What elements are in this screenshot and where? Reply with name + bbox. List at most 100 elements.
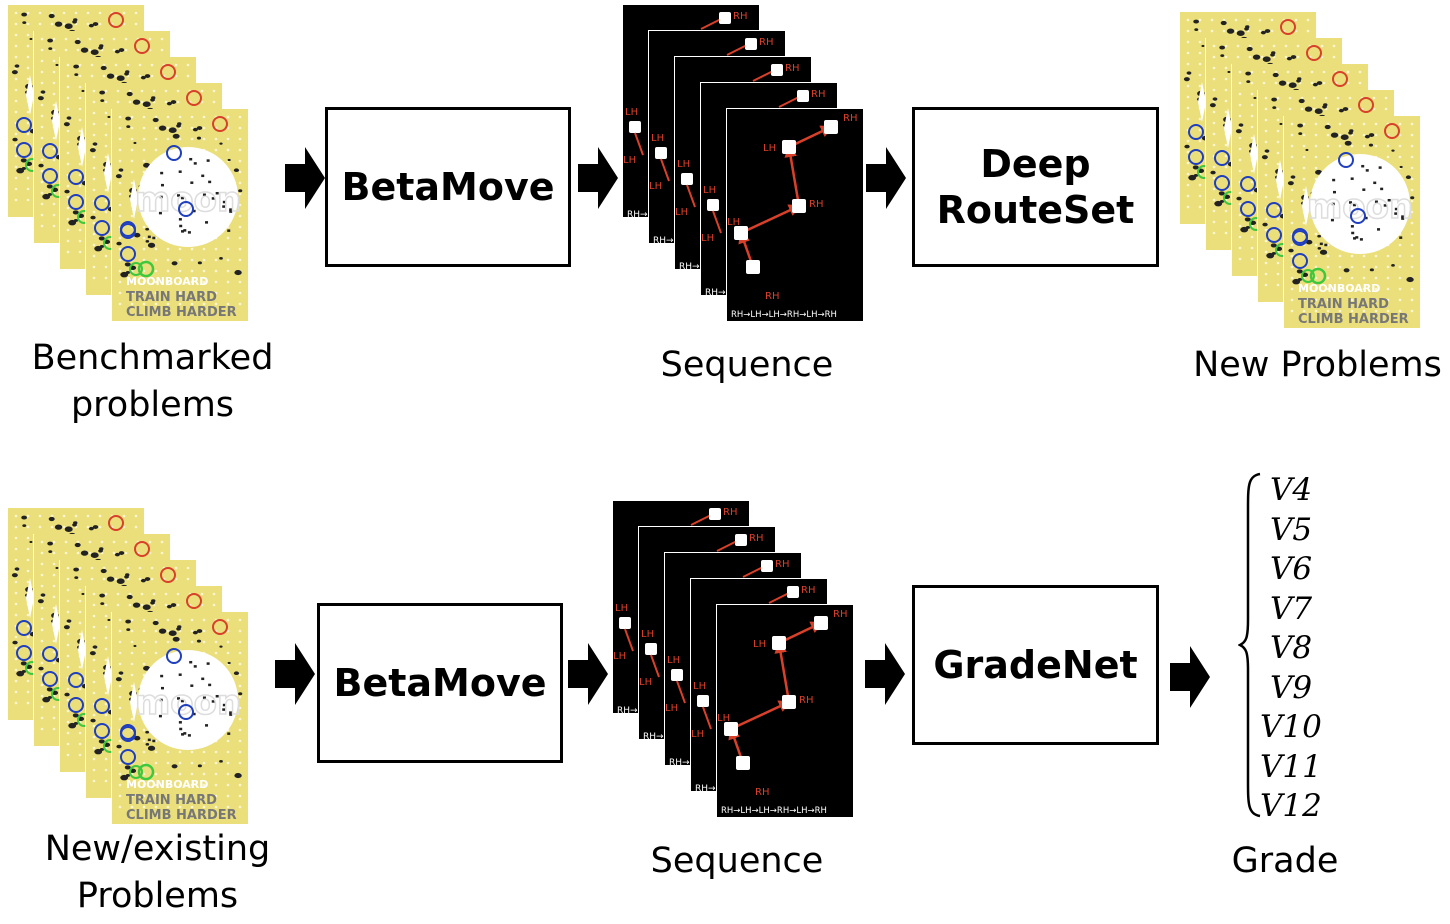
hold-marker bbox=[824, 120, 838, 134]
board-dot bbox=[200, 89, 204, 93]
board-hold bbox=[183, 229, 187, 232]
board-hold bbox=[1348, 201, 1352, 204]
middle-hold-marker bbox=[68, 194, 84, 210]
board-hold bbox=[1244, 217, 1251, 222]
hold-marker bbox=[772, 636, 786, 650]
board-hold bbox=[1246, 80, 1251, 84]
board-dot bbox=[1374, 265, 1378, 269]
board-hold bbox=[219, 760, 223, 763]
board-dot bbox=[1186, 29, 1190, 33]
board-dot bbox=[142, 618, 146, 622]
board-dot bbox=[92, 210, 96, 214]
board-hold bbox=[1245, 225, 1250, 229]
board-dot bbox=[1302, 309, 1306, 313]
board-dot bbox=[52, 705, 56, 709]
board-dot bbox=[1186, 84, 1190, 88]
moonboard-brand-text: MOONBOARD bbox=[126, 778, 208, 791]
board-dot bbox=[154, 126, 158, 130]
board-dot bbox=[92, 276, 96, 280]
board-hold bbox=[37, 599, 44, 604]
board-hold bbox=[1374, 200, 1378, 204]
board-dot bbox=[166, 126, 170, 130]
board-dot bbox=[160, 37, 164, 41]
board-hold bbox=[1406, 277, 1414, 283]
board-dot bbox=[1314, 276, 1318, 280]
board-dot bbox=[118, 214, 122, 218]
board-dot bbox=[130, 684, 134, 688]
board-dot bbox=[66, 566, 70, 570]
board-dot bbox=[52, 81, 56, 85]
board-dot bbox=[1362, 265, 1366, 269]
hand-label: LH bbox=[693, 681, 706, 692]
board-dot bbox=[118, 761, 122, 765]
board-hold bbox=[152, 739, 156, 743]
slogan-line1-text: TRAIN HARD bbox=[1298, 297, 1389, 312]
board-dot bbox=[118, 706, 122, 710]
board-dot bbox=[1212, 88, 1216, 92]
board-dot bbox=[1338, 122, 1342, 126]
board-dot bbox=[14, 110, 18, 114]
board-dot bbox=[1212, 187, 1216, 191]
hold-marker bbox=[709, 508, 721, 520]
board-dot bbox=[142, 148, 146, 152]
board-dot bbox=[142, 137, 146, 141]
board-hold bbox=[172, 636, 180, 642]
board-hold bbox=[144, 577, 151, 581]
board-dot bbox=[104, 757, 108, 761]
board-dot bbox=[1290, 254, 1294, 258]
board-dot bbox=[1248, 55, 1252, 59]
board-dot bbox=[142, 258, 146, 262]
board-dot bbox=[186, 577, 190, 581]
hold-marker bbox=[787, 586, 799, 598]
start-hold-marker bbox=[1301, 269, 1315, 283]
hand-label: LH bbox=[651, 133, 664, 144]
board-dot bbox=[1250, 92, 1254, 96]
board-dot bbox=[1326, 309, 1330, 313]
board-dot bbox=[238, 662, 242, 666]
board-hold bbox=[197, 764, 202, 768]
board-hold bbox=[1297, 123, 1303, 128]
middle-hold-marker bbox=[1240, 201, 1256, 217]
hand-label: RH bbox=[755, 787, 769, 798]
hold-marker bbox=[681, 173, 693, 185]
board-dot bbox=[14, 176, 18, 180]
hold-marker bbox=[814, 616, 828, 630]
grade-label: Grade bbox=[1231, 841, 1339, 881]
board-dot bbox=[52, 650, 56, 654]
board-hold bbox=[1340, 134, 1349, 140]
board-dot bbox=[140, 89, 144, 93]
board-dot bbox=[92, 768, 96, 772]
board-dot bbox=[1296, 44, 1300, 48]
board-dot bbox=[1294, 18, 1298, 22]
board-hold bbox=[238, 692, 243, 696]
board-hold bbox=[125, 773, 130, 777]
slogan-line2-text: CLIMB HARDER bbox=[126, 808, 237, 823]
board-dot bbox=[92, 746, 96, 750]
board-dot bbox=[178, 761, 182, 765]
board-dot bbox=[1320, 55, 1324, 59]
board-dot bbox=[104, 144, 108, 148]
hand-label: LH bbox=[691, 729, 704, 740]
board-dot bbox=[130, 137, 134, 141]
board-hold bbox=[143, 665, 151, 671]
board-hold bbox=[1380, 187, 1384, 191]
board-dot bbox=[178, 291, 182, 295]
board-dot bbox=[1290, 133, 1294, 137]
arrow-right-icon bbox=[285, 147, 325, 209]
board-dot bbox=[238, 214, 242, 218]
board-dot bbox=[1264, 228, 1268, 232]
board-dot bbox=[14, 613, 18, 617]
board-dot bbox=[92, 89, 96, 93]
board-dot bbox=[238, 148, 242, 152]
board-hold bbox=[38, 163, 44, 168]
board-dot bbox=[1312, 107, 1316, 111]
board-dot bbox=[1290, 298, 1294, 302]
board-dot bbox=[154, 761, 158, 765]
board-dot bbox=[1322, 70, 1326, 74]
board-dot bbox=[92, 713, 96, 717]
board-dot bbox=[78, 96, 82, 100]
board-hold bbox=[189, 157, 193, 161]
